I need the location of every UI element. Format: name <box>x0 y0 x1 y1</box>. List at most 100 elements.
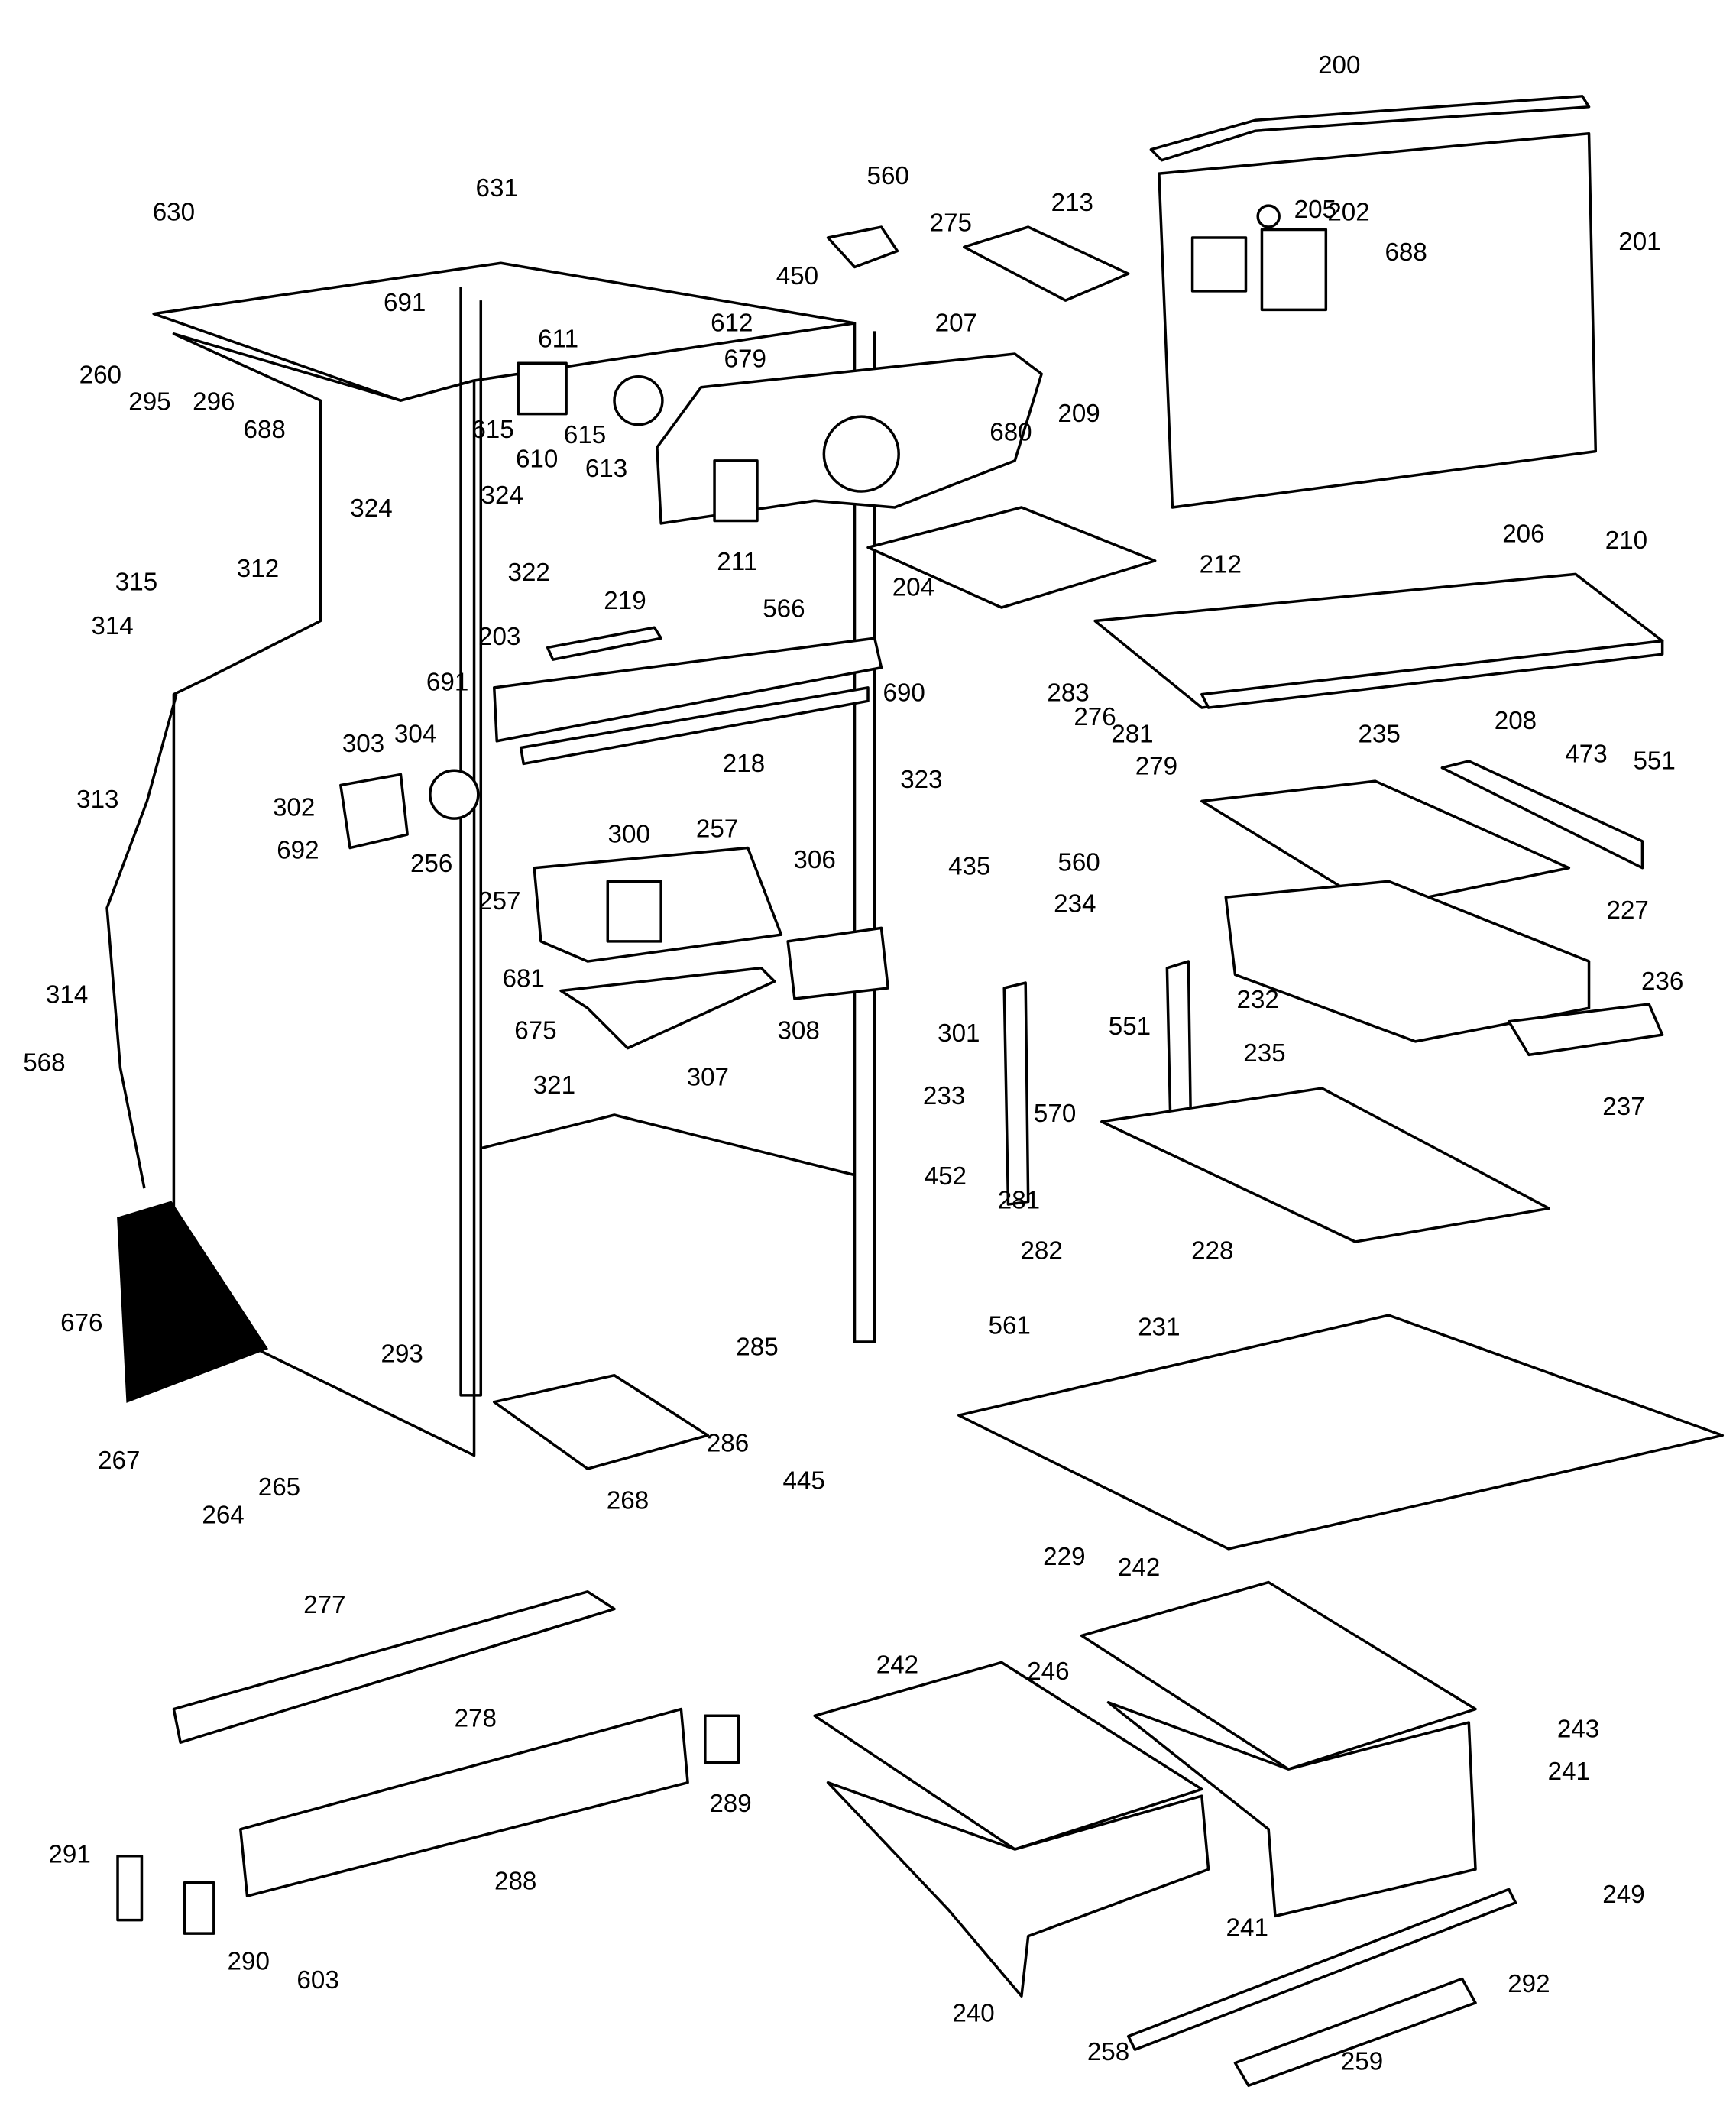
part-label-283: 283 <box>1047 679 1089 707</box>
part-242-cover-right <box>1080 1580 1477 1771</box>
part-228-shelf <box>1100 1087 1550 1243</box>
part-label-295: 295 <box>128 387 170 416</box>
part-label-679: 679 <box>724 345 766 374</box>
part-label-313: 313 <box>76 786 118 814</box>
part-label-211: 211 <box>717 548 757 576</box>
panel-window <box>1190 236 1248 293</box>
cabinet-interior <box>480 1113 855 1177</box>
part-label-615: 615 <box>471 416 513 444</box>
part-236-pan <box>1224 880 1591 1043</box>
part-200-grille <box>1149 95 1591 162</box>
part-label-232: 232 <box>1237 986 1279 1014</box>
part-label-240: 240 <box>952 1999 994 2027</box>
part-label-291: 291 <box>48 1841 90 1869</box>
part-label-200: 200 <box>1318 51 1360 79</box>
part-label-445: 445 <box>782 1466 824 1495</box>
part-202-label <box>1260 228 1328 312</box>
part-label-610: 610 <box>516 446 558 474</box>
part-label-268: 268 <box>607 1486 649 1515</box>
part-302-control <box>339 773 409 850</box>
part-258-strip <box>1126 1888 1517 2051</box>
part-label-690: 690 <box>883 679 925 707</box>
part-label-321: 321 <box>533 1071 575 1100</box>
part-473-rail <box>1440 760 1644 870</box>
part-label-205: 205 <box>1294 196 1336 224</box>
part-308-plate <box>786 926 889 1000</box>
part-208-bar <box>1200 639 1664 709</box>
part-label-324: 324 <box>350 494 392 523</box>
part-label-278: 278 <box>455 1704 497 1732</box>
part-label-312: 312 <box>237 555 279 583</box>
cabinet-liner-left <box>459 287 483 1397</box>
part-290-clip <box>183 1881 215 1935</box>
part-212-shelf <box>866 506 1157 609</box>
part-label-435: 435 <box>948 853 990 881</box>
part-label-234: 234 <box>1054 889 1096 918</box>
part-label-281: 281 <box>1111 721 1153 749</box>
part-label-306: 306 <box>793 846 835 874</box>
part-label-292: 292 <box>1508 1970 1550 1998</box>
part-label-561: 561 <box>989 1312 1031 1340</box>
drawing <box>105 95 1725 2088</box>
part-label-201: 201 <box>1618 228 1660 256</box>
part-label-613: 613 <box>585 455 627 483</box>
part-label-256: 256 <box>410 850 452 878</box>
part-label-276: 276 <box>1074 703 1116 731</box>
part-label-676: 676 <box>60 1309 102 1337</box>
part-label-259: 259 <box>1341 2047 1383 2075</box>
part-203-mullion <box>493 637 883 743</box>
part-268-pan <box>493 1373 710 1470</box>
part-label-450: 450 <box>776 262 818 290</box>
part-label-615: 615 <box>564 421 606 449</box>
part-label-570: 570 <box>1034 1100 1076 1128</box>
part-label-304: 304 <box>394 721 436 749</box>
part-label-267: 267 <box>98 1447 140 1475</box>
part-label-236: 236 <box>1641 967 1683 996</box>
part-label-285: 285 <box>736 1333 778 1362</box>
part-label-219: 219 <box>604 587 646 615</box>
part-613-fan <box>613 374 664 426</box>
part-235-shelf-upper <box>1200 779 1571 909</box>
part-label-202: 202 <box>1327 198 1369 226</box>
part-labels: 2002012022056882135602754506316306916116… <box>23 51 1683 2075</box>
part-label-208: 208 <box>1495 707 1537 735</box>
part-275-bracket <box>826 225 899 269</box>
part-label-473: 473 <box>1565 740 1607 769</box>
part-label-204: 204 <box>892 573 934 601</box>
part-label-314: 314 <box>46 980 88 1009</box>
part-label-290: 290 <box>228 1947 270 1975</box>
part-label-241: 241 <box>1226 1914 1268 1943</box>
part-label-681: 681 <box>503 964 545 993</box>
part-label-560: 560 <box>867 162 909 190</box>
part-label-242: 242 <box>1118 1554 1160 1582</box>
part-label-286: 286 <box>707 1429 749 1457</box>
part-label-233: 233 <box>923 1082 965 1110</box>
part-label-688: 688 <box>1385 238 1427 267</box>
part-267-toe-grille <box>117 1201 269 1403</box>
part-label-212: 212 <box>1200 551 1242 579</box>
part-label-242: 242 <box>876 1651 918 1679</box>
part-label-560: 560 <box>1057 848 1100 877</box>
part-label-603: 603 <box>296 1966 338 1994</box>
part-label-218: 218 <box>723 750 765 778</box>
part-289-clip <box>704 1714 740 1764</box>
evaporator-window <box>713 459 759 523</box>
part-label-551: 551 <box>1633 747 1675 775</box>
part-label-243: 243 <box>1557 1715 1599 1743</box>
part-label-277: 277 <box>303 1591 345 1619</box>
part-313-tube <box>105 694 178 1189</box>
part-label-279: 279 <box>1135 752 1177 780</box>
part-219-heater <box>546 626 662 661</box>
part-label-210: 210 <box>1605 527 1647 555</box>
housing-grille <box>606 880 662 943</box>
part-label-288: 288 <box>494 1867 536 1895</box>
part-label-324: 324 <box>481 481 523 510</box>
part-label-296: 296 <box>193 387 235 416</box>
part-label-265: 265 <box>258 1473 300 1502</box>
part-label-568: 568 <box>23 1048 65 1077</box>
part-label-241: 241 <box>1548 1758 1590 1786</box>
part-label-315: 315 <box>115 568 157 596</box>
part-218-strip <box>519 686 870 766</box>
part-label-229: 229 <box>1043 1543 1085 1571</box>
part-241-crisper-right <box>1106 1701 1477 1918</box>
